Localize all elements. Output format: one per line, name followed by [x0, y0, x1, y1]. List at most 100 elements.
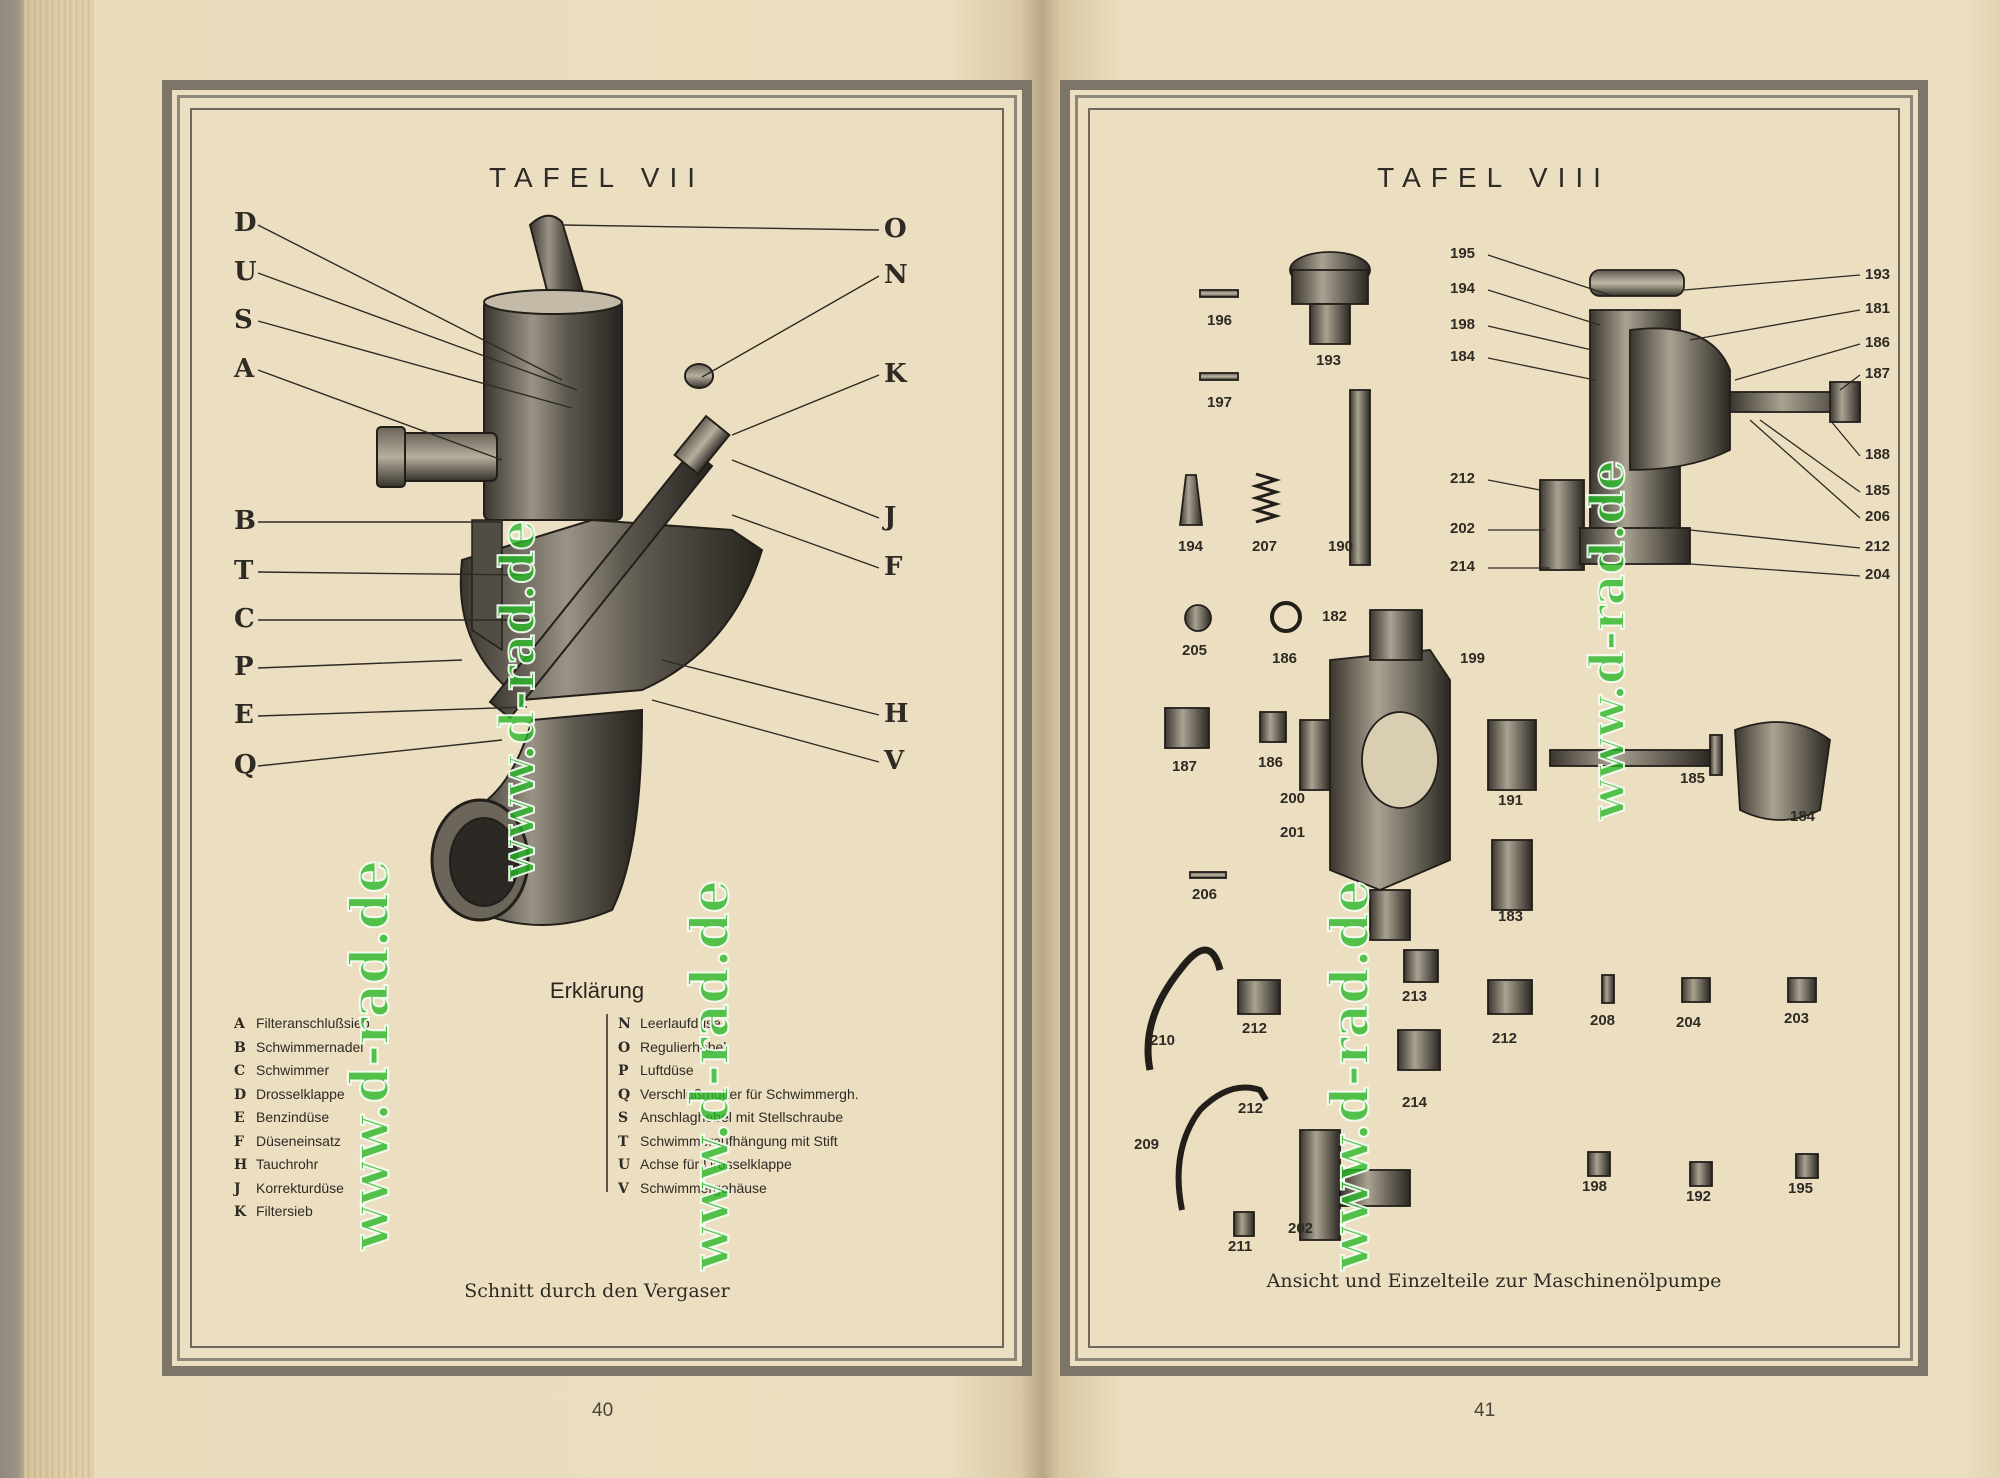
- watermark-text: www.d-rad.de: [339, 859, 402, 1251]
- part-label: 212: [1242, 1020, 1268, 1037]
- label-D: D: [234, 208, 257, 238]
- assembly-label: 204: [1865, 566, 1891, 583]
- legend-title: Erklärung: [549, 978, 645, 1003]
- label-A: A: [234, 354, 255, 384]
- assembly-label: 186: [1865, 334, 1891, 351]
- part-label: 198: [1582, 1178, 1608, 1195]
- assembly-label: 195: [1450, 245, 1476, 262]
- label-J: J: [884, 502, 897, 532]
- part-label: 209: [1134, 1136, 1160, 1153]
- assembly-label: 187: [1865, 365, 1891, 382]
- assembly-label: 193: [1865, 266, 1891, 283]
- watermark-text: www.d-rad.de: [1579, 459, 1637, 821]
- assembly-label: 198: [1450, 316, 1476, 333]
- label-C: C: [234, 604, 255, 634]
- label-F: F: [884, 552, 903, 582]
- part-label: 208: [1590, 1012, 1616, 1029]
- part-label: 183: [1498, 908, 1524, 925]
- label-P: P: [234, 652, 254, 682]
- part-label: 192: [1686, 1188, 1712, 1205]
- left-page-caption: Schnitt durch den Vergaser: [464, 1280, 730, 1302]
- watermark-text: www.d-rad.de: [1319, 879, 1382, 1271]
- part-label: 212: [1492, 1030, 1518, 1047]
- part-label: 193: [1316, 352, 1342, 369]
- part-label: 207: [1252, 538, 1278, 555]
- label-K: K: [884, 359, 907, 389]
- part-label: 212: [1238, 1100, 1264, 1117]
- assembly-label: 184: [1450, 348, 1476, 365]
- label-Q: Q: [234, 750, 257, 780]
- part-label: 199: [1460, 650, 1486, 667]
- part-label: 211: [1228, 1238, 1253, 1255]
- part-label: 213: [1402, 988, 1428, 1005]
- part-label: 203: [1784, 1010, 1810, 1027]
- part-label: 184: [1790, 808, 1816, 825]
- right-plate-inner-frame: [1088, 108, 1900, 1348]
- part-label: 197: [1207, 394, 1233, 411]
- part-label: 206: [1192, 886, 1218, 903]
- part-label: 210: [1150, 1032, 1176, 1049]
- assembly-label: 188: [1865, 446, 1891, 463]
- assembly-label: 194: [1450, 280, 1476, 297]
- assembly-label: 185: [1865, 482, 1891, 499]
- label-T: T: [234, 556, 254, 586]
- part-label: 205: [1182, 642, 1208, 659]
- right-page-caption: Ansicht und Einzelteile zur Maschinenölp…: [1266, 1270, 1722, 1292]
- left-plate: TAFEL VII: [162, 80, 1032, 1376]
- assembly-label: 206: [1865, 508, 1891, 525]
- part-label: 200: [1280, 790, 1306, 807]
- label-E: E: [234, 700, 254, 730]
- label-V: V: [884, 746, 905, 776]
- label-N: N: [884, 260, 908, 290]
- label-O: O: [884, 214, 907, 244]
- part-label: 194: [1178, 538, 1204, 555]
- legend-divider: [606, 1014, 608, 1192]
- left-plate-inner-frame: [190, 108, 1004, 1348]
- part-label: 214: [1402, 1094, 1428, 1111]
- part-label: 201: [1280, 824, 1306, 841]
- part-label: 186: [1272, 650, 1298, 667]
- part-label: 202: [1288, 1220, 1314, 1237]
- label-U: U: [234, 257, 257, 287]
- assembly-label: 212: [1865, 538, 1891, 555]
- assembly-label: 181: [1865, 300, 1891, 317]
- part-label: 191: [1498, 792, 1524, 809]
- assembly-label: 202: [1450, 520, 1476, 537]
- label-B: B: [234, 506, 256, 536]
- watermark-text: www.d-rad.de: [489, 519, 547, 881]
- watermark-text: www.d-rad.de: [679, 879, 742, 1271]
- part-label: 187: [1172, 758, 1198, 775]
- part-label: 182: [1322, 608, 1348, 625]
- carburetor-cross-section-drawing: [257, 214, 880, 926]
- part-label: 204: [1676, 1014, 1702, 1031]
- part-label: 185: [1680, 770, 1706, 787]
- part-label: 190: [1328, 538, 1354, 555]
- part-label: 195: [1788, 1180, 1814, 1197]
- left-page-title: TAFEL VII: [488, 162, 706, 193]
- right-plate: TAFEL VIII: [1060, 80, 1928, 1376]
- oil-pump-parts-drawing: [1144, 251, 1861, 1241]
- part-label: 196: [1207, 312, 1233, 329]
- assembly-label: 214: [1450, 558, 1476, 575]
- left-page-number: 40: [592, 1400, 614, 1421]
- right-page-number: 41: [1474, 1400, 1496, 1421]
